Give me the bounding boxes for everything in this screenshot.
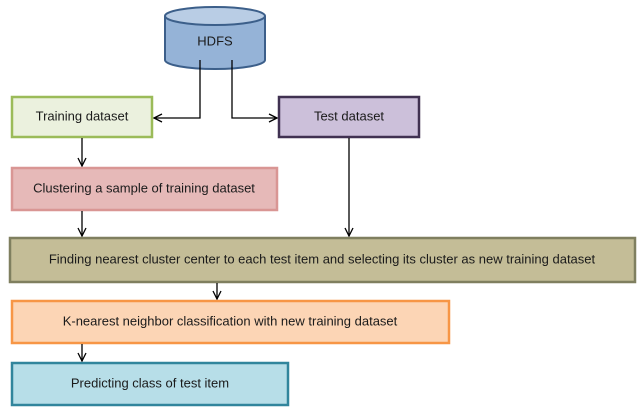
clustering-node: Clustering a sample of training dataset xyxy=(10,166,279,212)
test-dataset-label: Test dataset xyxy=(314,108,384,123)
knn-box xyxy=(10,299,451,345)
knn-node: K-nearest neighbor classification with n… xyxy=(10,299,451,345)
training-dataset-node: Training dataset xyxy=(10,95,154,139)
knn-label: K-nearest neighbor classification with n… xyxy=(63,313,398,328)
clustering-label: Clustering a sample of training dataset xyxy=(33,180,255,195)
training-dataset-box xyxy=(10,95,154,139)
predicting-node: Predicting class of test item xyxy=(10,361,290,407)
hdfs-label: HDFS xyxy=(197,33,233,48)
training-dataset-label: Training dataset xyxy=(36,108,129,123)
predicting-label: Predicting class of test item xyxy=(71,375,229,390)
hdfs-cylinder-body xyxy=(164,16,266,70)
hdfs-cylinder-top xyxy=(164,6,266,26)
finding-nearest-node: Finding nearest cluster center to each t… xyxy=(8,236,637,284)
test-dataset-node: Test dataset xyxy=(277,95,421,139)
finding-nearest-label: Finding nearest cluster center to each t… xyxy=(49,251,596,266)
test-dataset-box xyxy=(277,95,421,139)
finding-nearest-box xyxy=(8,236,637,284)
clustering-box xyxy=(10,166,279,212)
arrow-hdfs-to-training xyxy=(154,60,201,118)
hdfs-node: HDFS xyxy=(164,6,266,70)
predicting-box xyxy=(10,361,290,407)
arrow-hdfs-to-test xyxy=(231,60,277,118)
